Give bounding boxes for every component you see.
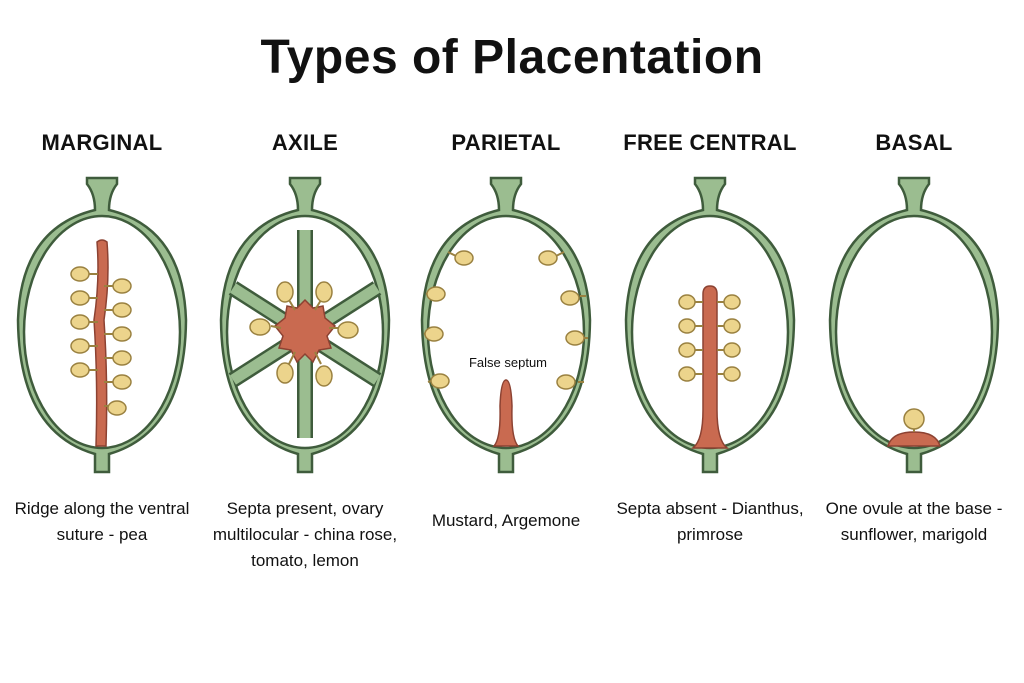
ovule xyxy=(556,374,584,390)
ovule xyxy=(427,373,450,389)
ovule xyxy=(104,326,132,342)
ovule-group xyxy=(678,294,741,382)
ovule xyxy=(717,366,741,382)
type-name-basal: BASAL xyxy=(875,130,953,155)
ovule-group xyxy=(423,250,588,390)
type-name-parietal: PARIETAL xyxy=(451,130,561,155)
ovule xyxy=(104,400,127,416)
placenta-ridge xyxy=(93,239,109,447)
ovule xyxy=(717,342,741,358)
central-column-placenta xyxy=(690,285,730,449)
ovule xyxy=(560,290,586,306)
false-septum xyxy=(492,379,520,447)
ovule xyxy=(70,314,98,330)
ovule xyxy=(903,408,925,432)
panel-marginal: MARGINAL Ridge along the ventral suture … xyxy=(0,0,204,683)
ovule xyxy=(314,351,333,387)
ovule xyxy=(104,374,132,390)
ovule xyxy=(104,278,132,294)
ovule xyxy=(314,281,333,311)
marginal-ovary-diagram xyxy=(16,176,188,474)
ovule xyxy=(425,286,446,302)
ovule xyxy=(678,366,703,382)
ovule-group xyxy=(70,266,132,416)
false-septum-label: False septum xyxy=(469,355,547,370)
type-description-basal: One ovule at the base - sunflower, marig… xyxy=(825,499,1003,544)
ovule xyxy=(249,318,282,336)
panel-basal: BASAL One ovule at the base - sunflower,… xyxy=(812,0,1016,683)
ovule-group xyxy=(249,281,359,387)
ovule xyxy=(565,330,588,346)
type-description-free-central: Septa absent - Dianthus, primrose xyxy=(616,499,804,544)
type-name-axile: AXILE xyxy=(271,130,339,155)
type-description-parietal: Mustard, Argemone xyxy=(431,511,581,530)
ovule xyxy=(447,250,474,266)
basal-ovary-diagram xyxy=(828,176,1000,474)
locule xyxy=(834,214,994,450)
ovule xyxy=(104,302,132,318)
panel-axile: AXILE Septa present, ovary multilocular … xyxy=(203,0,407,683)
ovule xyxy=(678,294,703,310)
central-axis-placenta xyxy=(273,298,337,364)
type-description-marginal: Ridge along the ventral suture - pea xyxy=(14,499,190,544)
ovule xyxy=(70,362,98,378)
axile-ovary-diagram xyxy=(219,176,391,474)
ovule xyxy=(104,350,132,366)
ovule xyxy=(70,338,98,354)
ovule xyxy=(276,351,296,384)
free-central-ovary-diagram xyxy=(624,176,796,474)
ovule-group xyxy=(903,408,925,432)
parietal-ovary-diagram: False septum xyxy=(420,176,592,474)
ovule xyxy=(678,318,703,334)
panel-parietal: PARIETAL False septum Mustard, Argemone xyxy=(404,0,608,683)
ovule xyxy=(329,321,359,339)
ovule xyxy=(276,281,296,311)
type-description-axile: Septa present, ovary multilocular - chin… xyxy=(212,499,398,570)
ovule xyxy=(717,318,741,334)
panel-free-central: FREE CENTRAL Septa absent - Dianthus, pr… xyxy=(608,0,812,683)
type-name-free-central: FREE CENTRAL xyxy=(623,130,797,155)
ovule xyxy=(423,326,444,342)
diagram-title: Types of Placentation xyxy=(260,31,764,84)
ovule xyxy=(678,342,703,358)
ovule xyxy=(70,290,98,306)
type-name-marginal: MARGINAL xyxy=(41,130,163,155)
ovule xyxy=(70,266,98,282)
ovule xyxy=(717,294,741,310)
ovule xyxy=(538,250,565,266)
